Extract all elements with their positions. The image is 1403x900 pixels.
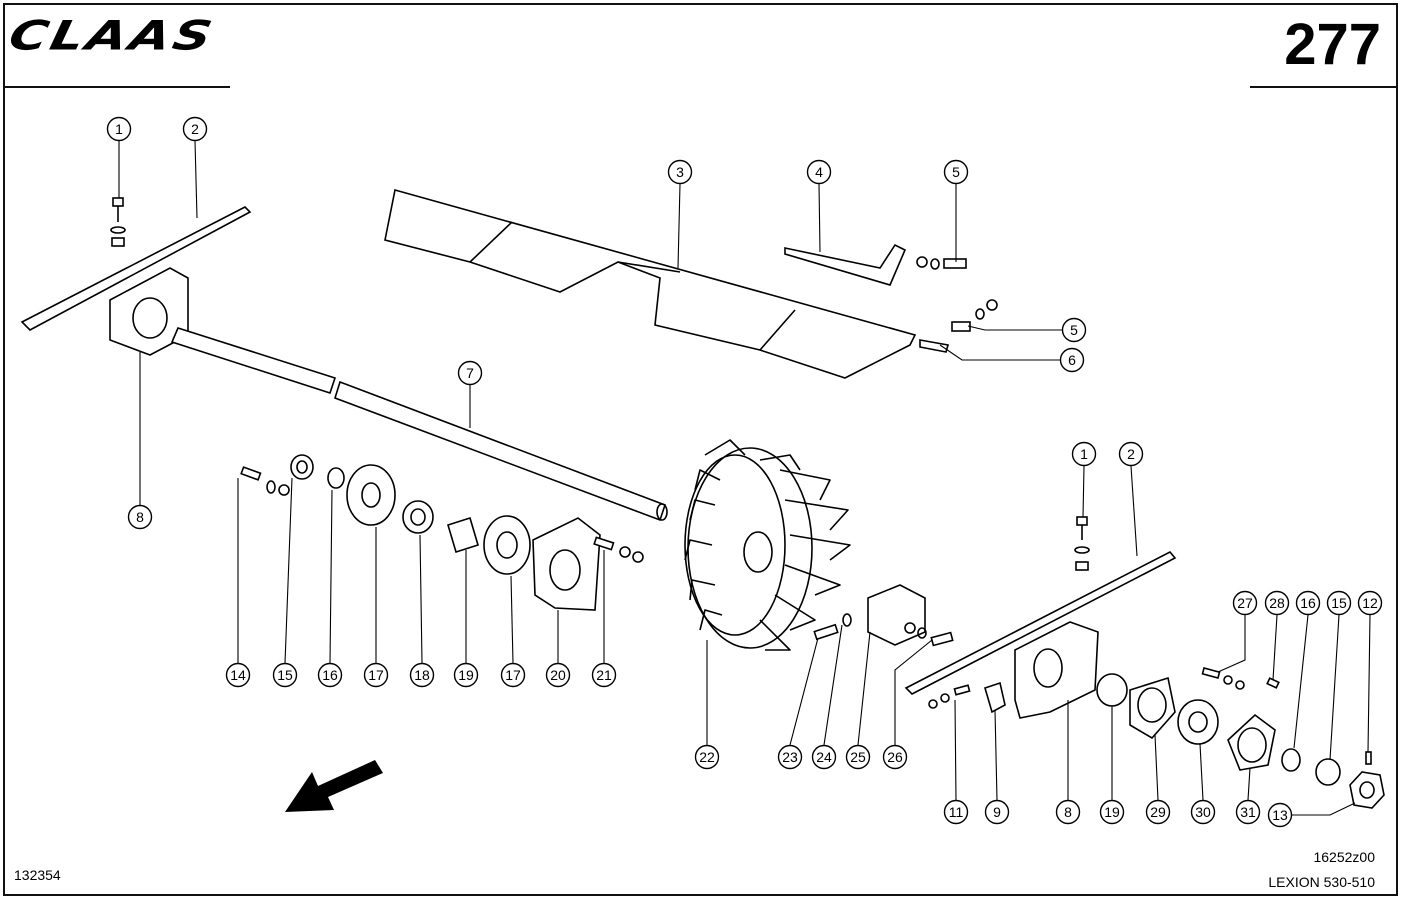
svg-text:2: 2 xyxy=(1127,446,1135,462)
bearing-block-assembly xyxy=(813,584,954,647)
callout-4: 4 xyxy=(806,159,832,185)
svg-text:27: 27 xyxy=(1237,595,1253,611)
svg-text:1: 1 xyxy=(115,121,123,137)
svg-text:31: 31 xyxy=(1240,804,1256,820)
svg-text:13: 13 xyxy=(1272,807,1288,823)
callout-7: 7 xyxy=(457,360,483,386)
callout-24: 24 xyxy=(811,744,837,770)
page-number: 277 xyxy=(1284,12,1381,77)
svg-text:30: 30 xyxy=(1195,804,1211,820)
svg-text:17: 17 xyxy=(368,667,384,683)
callout-31: 31 xyxy=(1235,799,1261,825)
svg-text:9: 9 xyxy=(993,804,1001,820)
mounting-strip-part-right xyxy=(904,550,1177,695)
callout-9: 9 xyxy=(984,799,1010,825)
plate-part xyxy=(919,339,950,353)
callout-5: 5 xyxy=(943,159,969,185)
callout-15b: 15 xyxy=(1326,590,1352,616)
drawing-number: 16252z00 xyxy=(1313,849,1375,865)
svg-text:22: 22 xyxy=(699,749,715,765)
bolt-part-right xyxy=(1074,516,1090,571)
callout-25: 25 xyxy=(845,744,871,770)
svg-text:2: 2 xyxy=(191,121,199,137)
machine-model: LEXION 530-510 xyxy=(1268,874,1375,890)
svg-text:5: 5 xyxy=(952,164,960,180)
bearing-bracket-part-right xyxy=(1014,621,1099,719)
callout-1b: 1 xyxy=(1071,441,1097,467)
callout-26: 26 xyxy=(882,744,908,770)
bearing-assembly-right xyxy=(928,667,1385,809)
cover-shield-part xyxy=(384,188,917,379)
callout-27: 27 xyxy=(1232,590,1258,616)
callout-2b: 2 xyxy=(1118,441,1144,467)
svg-text:18: 18 xyxy=(414,667,430,683)
bolt-nut-set-part xyxy=(916,256,998,332)
callout-17b: 17 xyxy=(500,662,526,688)
svg-text:4: 4 xyxy=(815,164,823,180)
svg-text:23: 23 xyxy=(782,749,798,765)
callout-23: 23 xyxy=(777,744,803,770)
callout-16: 16 xyxy=(317,662,343,688)
bolt-part xyxy=(110,197,126,247)
callout-28: 28 xyxy=(1264,590,1290,616)
svg-text:1: 1 xyxy=(1080,446,1088,462)
callout-13: 13 xyxy=(1267,802,1293,828)
bearing-assembly-left xyxy=(240,454,644,611)
svg-text:29: 29 xyxy=(1150,804,1166,820)
callout-6: 6 xyxy=(1059,347,1085,373)
callout-1: 1 xyxy=(106,116,132,142)
callout-16b: 16 xyxy=(1295,590,1321,616)
callout-5b: 5 xyxy=(1061,317,1087,343)
svg-text:28: 28 xyxy=(1269,595,1285,611)
callout-11: 11 xyxy=(943,799,969,825)
svg-text:25: 25 xyxy=(850,749,866,765)
callout-12: 12 xyxy=(1357,590,1383,616)
catalog-number: 132354 xyxy=(14,867,61,883)
callout-18: 18 xyxy=(409,662,435,688)
callout-14: 14 xyxy=(225,662,251,688)
direction-arrow xyxy=(285,760,383,812)
drawing-frame xyxy=(3,3,1398,896)
drive-shaft-part xyxy=(170,327,668,522)
svg-text:6: 6 xyxy=(1068,352,1076,368)
callout-30: 30 xyxy=(1190,799,1216,825)
support-bracket-part xyxy=(784,243,907,286)
callout-8b: 8 xyxy=(1055,799,1081,825)
callout-3: 3 xyxy=(667,159,693,185)
svg-text:17: 17 xyxy=(505,667,521,683)
svg-text:14: 14 xyxy=(230,667,246,683)
fan-wheel-part xyxy=(684,439,851,651)
callout-20: 20 xyxy=(545,662,571,688)
callout-15: 15 xyxy=(272,662,298,688)
svg-text:16: 16 xyxy=(322,667,338,683)
svg-text:8: 8 xyxy=(1064,804,1072,820)
callout-17: 17 xyxy=(363,662,389,688)
callout-29: 29 xyxy=(1145,799,1171,825)
callout-22: 22 xyxy=(694,744,720,770)
callout-19: 19 xyxy=(453,662,479,688)
svg-text:26: 26 xyxy=(887,749,903,765)
svg-text:3: 3 xyxy=(676,164,684,180)
leader-lines xyxy=(118,140,1371,816)
svg-text:21: 21 xyxy=(596,667,612,683)
callout-21: 21 xyxy=(591,662,617,688)
svg-text:19: 19 xyxy=(458,667,474,683)
callout-2: 2 xyxy=(182,116,208,142)
svg-text:11: 11 xyxy=(949,804,964,820)
svg-text:8: 8 xyxy=(136,509,144,525)
svg-text:15: 15 xyxy=(1331,595,1347,611)
svg-text:15: 15 xyxy=(277,667,293,683)
svg-text:20: 20 xyxy=(550,667,566,683)
callout-8: 8 xyxy=(127,504,153,530)
svg-text:5: 5 xyxy=(1070,322,1078,338)
svg-text:16: 16 xyxy=(1300,595,1316,611)
callout-19b: 19 xyxy=(1099,799,1125,825)
svg-text:12: 12 xyxy=(1362,595,1378,611)
svg-text:19: 19 xyxy=(1104,804,1120,820)
svg-text:24: 24 xyxy=(816,749,832,765)
mounting-strip-part xyxy=(20,206,252,331)
svg-text:7: 7 xyxy=(466,365,474,381)
